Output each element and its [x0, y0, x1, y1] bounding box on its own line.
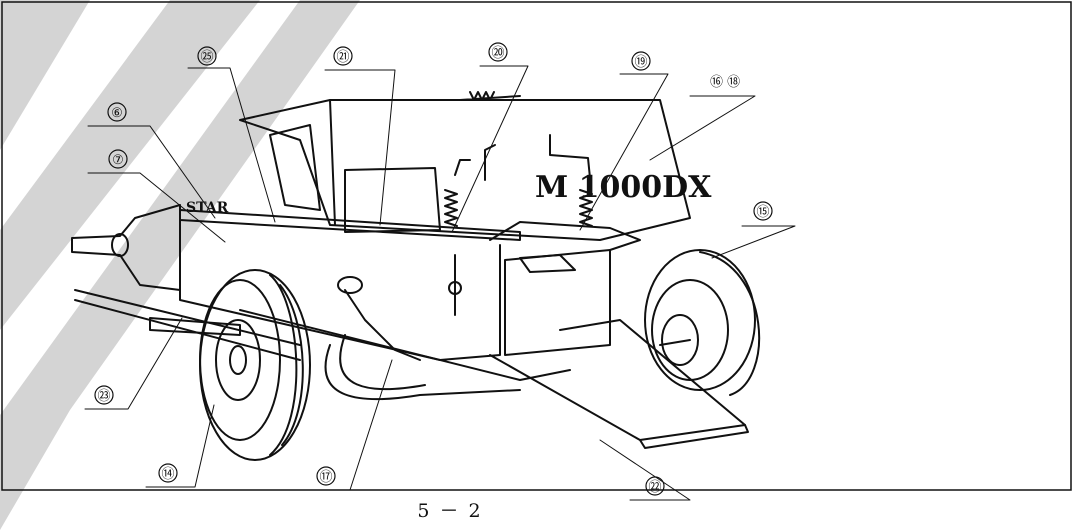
- svg-text:㉓: ㉓: [97, 389, 110, 404]
- callout-7: ⑦: [87, 149, 226, 243]
- callout-14: ⑭: [145, 404, 215, 488]
- svg-text:⑲: ⑲: [634, 55, 647, 70]
- callout-15: ⑮: [711, 201, 796, 259]
- svg-text:㉒: ㉒: [648, 480, 661, 495]
- callout-16-18: ⑯ ⑱: [649, 75, 756, 161]
- callout-23: ㉓: [84, 317, 183, 410]
- svg-text:⑰: ⑰: [319, 470, 332, 485]
- figure-caption: 5 － 2: [417, 500, 483, 522]
- svg-text:㉕: ㉕: [200, 50, 213, 65]
- svg-text:⑭: ⑭: [161, 467, 174, 482]
- model-marking: M 1000DX: [535, 170, 712, 205]
- svg-text:㉑: ㉑: [336, 50, 349, 65]
- callout-6: ⑥: [87, 102, 216, 219]
- svg-text:⑦: ⑦: [112, 153, 124, 168]
- svg-text:⑥: ⑥: [111, 106, 123, 121]
- svg-text:⑳: ⑳: [491, 46, 504, 61]
- svg-text:⑮: ⑮: [756, 205, 769, 220]
- callout-20: ⑳: [451, 42, 529, 233]
- brand-marking: STAR: [186, 200, 229, 216]
- figure-border: [1, 1, 1072, 491]
- watermark-stripes: [0, 0, 360, 530]
- callout-22: ㉒: [599, 439, 691, 501]
- callout-25: ㉕: [187, 46, 276, 223]
- callout-17: ⑰: [302, 359, 393, 491]
- callout-21: ㉑: [324, 46, 396, 226]
- callout-19: ⑲: [579, 51, 669, 231]
- svg-text:⑯ ⑱: ⑯ ⑱: [710, 75, 740, 90]
- baler-machine: [71, 91, 761, 461]
